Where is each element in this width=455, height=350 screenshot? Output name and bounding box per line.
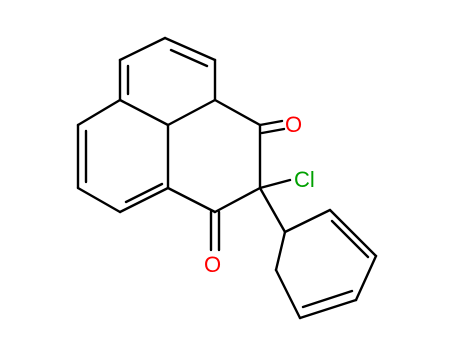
chlorine-label: Cl [294, 167, 315, 192]
carbonyl-bond-top [258, 119, 286, 135]
oxygen-top-label: O [285, 112, 302, 137]
carbonyl-bond-bottom [209, 210, 221, 252]
ring-naphthalene-lower [76, 98, 170, 214]
oxygen-bottom-label: O [204, 252, 221, 277]
ring-phenyl [258, 186, 378, 320]
ring-naphthalene-upper [118, 36, 217, 127]
ring-dione [166, 98, 262, 214]
chlorine-bond [258, 178, 292, 190]
